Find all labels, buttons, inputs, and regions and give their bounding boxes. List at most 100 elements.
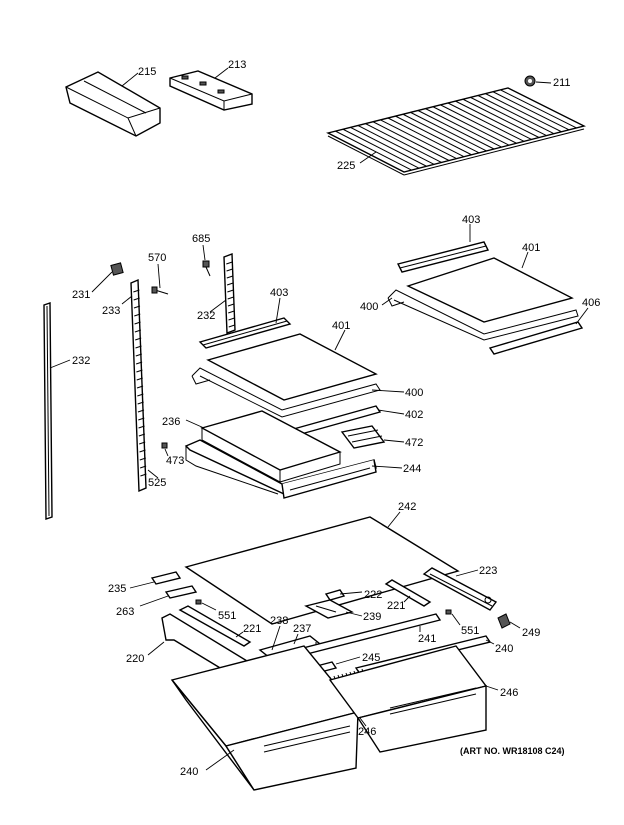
label-221-right: 221 <box>387 600 405 612</box>
leader-211 <box>535 81 552 84</box>
label-220: 220 <box>126 653 144 665</box>
label-402: 402 <box>405 409 423 421</box>
part-400-frame-right <box>387 289 579 341</box>
part-400-frame-center <box>191 367 381 418</box>
leader-222 <box>339 591 363 595</box>
label-213: 213 <box>228 59 246 71</box>
leader-232-left <box>49 359 71 369</box>
label-403-center: 403 <box>270 287 288 299</box>
label-472: 472 <box>405 437 423 449</box>
part-263-bracket <box>164 585 198 599</box>
part-406-trim <box>488 321 584 355</box>
label-246-left: 246 <box>358 726 376 738</box>
label-233: 233 <box>102 305 120 317</box>
label-211: 211 <box>553 77 571 89</box>
leader-236 <box>185 419 205 429</box>
part-249-bracket <box>497 613 511 629</box>
leader-570 <box>157 263 161 289</box>
part-239-control <box>304 599 354 619</box>
leader-551-left <box>201 602 217 611</box>
part-242-glass-cover <box>184 516 460 625</box>
label-401-center: 401 <box>332 320 350 332</box>
part-232-rail-center <box>223 253 236 334</box>
leader-263 <box>139 595 169 607</box>
leader-402 <box>377 409 405 415</box>
leader-400-center <box>371 389 405 393</box>
label-239: 239 <box>363 611 381 623</box>
label-244: 244 <box>403 463 421 475</box>
leader-473 <box>164 448 169 457</box>
label-240-left: 240 <box>180 766 198 778</box>
part-570-screw <box>151 286 169 295</box>
leader-400-right <box>381 297 393 306</box>
leader-245 <box>335 656 361 665</box>
leader-406 <box>575 307 589 325</box>
label-249: 249 <box>522 627 540 639</box>
label-242: 242 <box>398 501 416 513</box>
label-225: 225 <box>337 160 355 172</box>
label-221-left: 221 <box>243 623 261 635</box>
leader-238 <box>271 625 281 651</box>
part-221-rail-right <box>384 579 432 607</box>
part-685-screw <box>202 260 211 277</box>
leader-233 <box>121 295 133 305</box>
part-232-rail-left <box>43 302 53 520</box>
part-551-screw-right <box>445 609 452 615</box>
leader-235 <box>129 581 155 589</box>
leader-231 <box>91 271 113 293</box>
leader-232-center <box>209 299 227 313</box>
part-403-trim-center <box>198 317 292 349</box>
part-231-clip <box>110 262 124 276</box>
label-263: 263 <box>116 606 134 618</box>
leader-240-left <box>205 749 235 771</box>
part-221-rail-left <box>178 605 252 647</box>
label-685: 685 <box>192 233 210 245</box>
label-223: 223 <box>479 565 497 577</box>
part-223-slide-rail <box>422 567 498 611</box>
part-403-trim-right <box>396 241 490 273</box>
leader-213 <box>214 67 229 79</box>
leader-551-right <box>451 613 461 626</box>
leader-221-right <box>403 595 411 603</box>
label-240-right: 240 <box>495 643 513 655</box>
leader-403-center <box>275 297 281 324</box>
leader-525 <box>147 469 159 479</box>
label-238: 238 <box>270 615 288 627</box>
label-570: 570 <box>148 252 166 264</box>
label-246-right: 246 <box>500 687 518 699</box>
leader-239 <box>345 611 363 617</box>
label-473: 473 <box>166 455 184 467</box>
label-525: 525 <box>148 477 166 489</box>
part-213-dairy-door <box>169 70 253 111</box>
label-241: 241 <box>418 633 436 645</box>
part-246-drawer-right <box>328 645 488 753</box>
part-244-cover <box>184 439 377 499</box>
leader-237 <box>293 633 299 645</box>
part-222-spacer <box>324 589 346 601</box>
label-235: 235 <box>108 583 126 595</box>
part-401-glass-right <box>406 257 574 323</box>
part-215-bin <box>65 71 161 137</box>
label-403-right: 403 <box>462 214 480 226</box>
label-400-right: 400 <box>360 301 378 313</box>
part-233-ladder-rail <box>130 278 147 493</box>
part-236-drawer-frame <box>200 410 342 483</box>
art-number: (ART NO. WR18108 C24) <box>460 746 565 756</box>
leader-221-left <box>235 631 244 638</box>
leader-249 <box>509 621 521 629</box>
label-245: 245 <box>362 652 380 664</box>
label-551-right: 551 <box>461 625 479 637</box>
part-225-wire-shelf <box>326 87 586 176</box>
part-235-support <box>150 571 182 585</box>
part-211-stud <box>524 75 536 87</box>
leader-244 <box>371 465 403 469</box>
leader-225 <box>359 151 377 164</box>
part-472-slide <box>340 425 386 449</box>
label-232-center: 232 <box>197 310 215 322</box>
part-551-screw-left <box>195 599 202 605</box>
part-401-glass-center <box>206 333 378 401</box>
leader-220 <box>147 641 165 656</box>
leader-472 <box>383 439 405 443</box>
label-231: 231 <box>72 289 90 301</box>
